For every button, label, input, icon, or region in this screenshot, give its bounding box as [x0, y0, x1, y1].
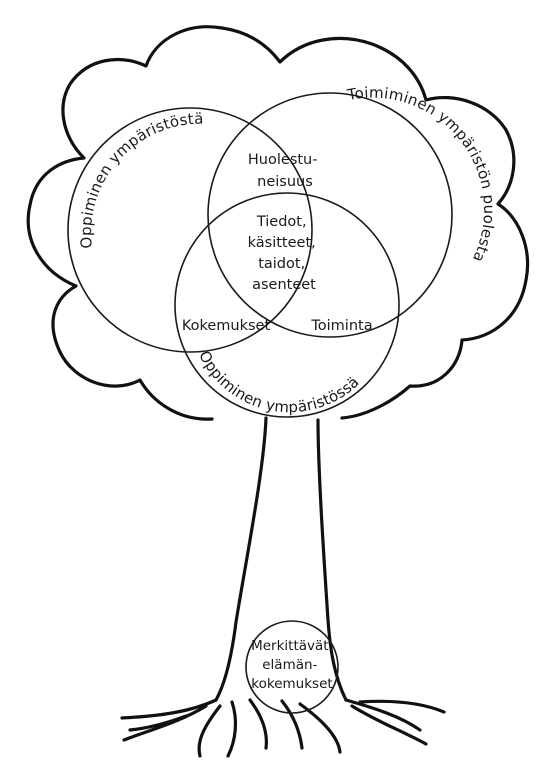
label-acting-for-environment: Toimiminen ympäristön puolesta	[345, 83, 498, 265]
intersection-center: Tiedot, käsitteet, taidot, asenteet	[248, 214, 321, 293]
tree-trunk-left	[214, 416, 268, 702]
circle-acting-for-environment	[207, 92, 453, 338]
label-learning-from-environment: Oppiminen ympäristöstä	[77, 110, 204, 250]
tree-roots	[120, 698, 446, 758]
intersection-concern: Huolestu- neisuus	[248, 152, 322, 190]
tree-trunk-right	[316, 418, 348, 702]
intersection-action: Toiminta	[310, 318, 372, 334]
intersection-experiences: Kokemukset	[182, 318, 271, 334]
root-label-life-experiences: Merkittävät elämän- kokemukset	[251, 638, 333, 692]
tree-crown-outline	[26, 25, 530, 421]
label-learning-in-environment: Oppiminen ympäristössä	[195, 348, 363, 417]
circle-learning-in-environment	[174, 192, 400, 418]
circle-learning-from-environment	[67, 107, 313, 353]
root-circle	[245, 620, 339, 714]
